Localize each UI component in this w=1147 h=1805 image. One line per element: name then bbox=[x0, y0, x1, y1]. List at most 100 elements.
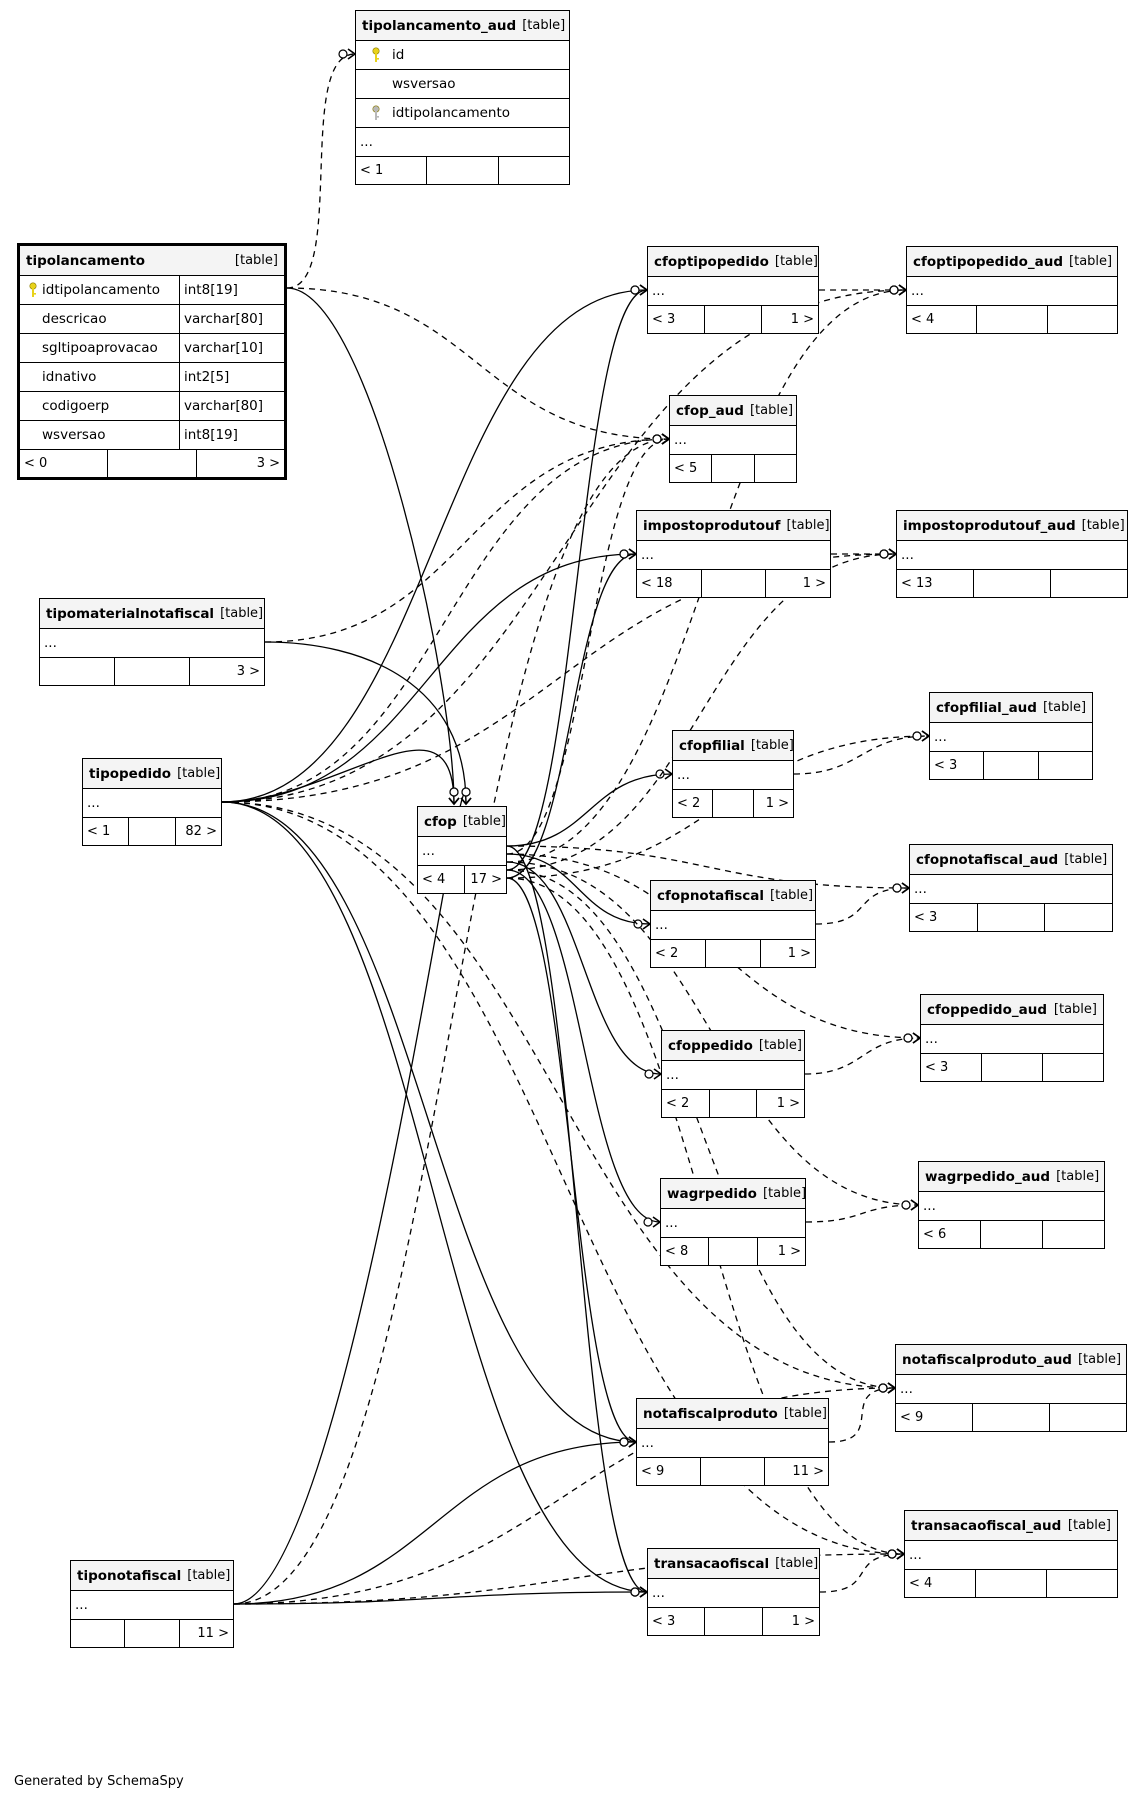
table-header: cfoptipopedido_aud[table] bbox=[907, 247, 1117, 277]
table-tiponotafiscal[interactable]: tiponotafiscal[table]...11 > bbox=[70, 1560, 234, 1648]
table-name: tipolancamento bbox=[26, 252, 146, 269]
column-name: ... bbox=[677, 767, 690, 783]
table-transacaofiscal_aud[interactable]: transacaofiscal_aud[table]...< 4 bbox=[904, 1510, 1118, 1598]
table-tipomaterialnotafiscal[interactable]: tipomaterialnotafiscal[table]...3 > bbox=[39, 598, 265, 686]
relationship-line bbox=[233, 1387, 896, 1605]
table-header: cfopnotafiscal_aud[table] bbox=[910, 845, 1112, 875]
table-notafiscalproduto_aud[interactable]: notafiscalproduto_aud[table]...< 9 bbox=[895, 1344, 1127, 1432]
parent-count: < 9 bbox=[637, 1458, 701, 1485]
column-name: ... bbox=[360, 134, 373, 150]
table-wagrpedido_aud[interactable]: wagrpedido_aud[table]...< 6 bbox=[918, 1161, 1105, 1249]
child-count bbox=[1048, 306, 1117, 333]
footer-cell bbox=[982, 1054, 1043, 1081]
parent-count: < 3 bbox=[648, 306, 705, 333]
optional-endpoint bbox=[912, 731, 922, 741]
footer-cell bbox=[978, 904, 1046, 931]
footer-cell bbox=[713, 790, 754, 817]
table-header: transacaofiscal[table] bbox=[648, 1549, 819, 1579]
column-name: ... bbox=[900, 1381, 913, 1397]
table-cfoptipopedido_aud[interactable]: cfoptipopedido_aud[table]...< 4 bbox=[906, 246, 1118, 334]
column-row: ... bbox=[356, 128, 569, 157]
table-name: transacaofiscal_aud bbox=[911, 1517, 1062, 1534]
table-name: cfopnotafiscal bbox=[657, 887, 765, 904]
column-row: ... bbox=[71, 1591, 233, 1620]
column-row: ... bbox=[921, 1025, 1103, 1054]
table-cfopnotafiscal_aud[interactable]: cfopnotafiscal_aud[table]...< 3 bbox=[909, 844, 1113, 932]
table-header: cfoppedido_aud[table] bbox=[921, 995, 1103, 1025]
table-header: cfop_aud[table] bbox=[670, 396, 796, 426]
relationship-line bbox=[804, 1037, 921, 1075]
optional-endpoint bbox=[878, 1383, 888, 1393]
table-header: tipomaterialnotafiscal[table] bbox=[40, 599, 264, 629]
footer-cell bbox=[984, 752, 1039, 779]
primary-key-icon bbox=[24, 282, 42, 298]
footer-cell bbox=[125, 1620, 180, 1647]
column-row: ... bbox=[648, 277, 818, 306]
parent-count: < 8 bbox=[661, 1238, 710, 1265]
parent-count: < 1 bbox=[83, 818, 130, 845]
table-kind: [table] bbox=[522, 18, 566, 33]
child-count bbox=[499, 157, 569, 184]
table-name: tiponotafiscal bbox=[77, 1567, 182, 1584]
child-count: 1 > bbox=[776, 1096, 801, 1111]
table-name: transacaofiscal bbox=[654, 1555, 770, 1572]
relationship-line bbox=[233, 792, 467, 1605]
table-header: transacaofiscal_aud[table] bbox=[905, 1511, 1117, 1541]
table-header: cfopfilial[table] bbox=[673, 731, 794, 761]
optional-endpoint bbox=[887, 1549, 897, 1559]
parent-count: < 2 bbox=[651, 940, 706, 967]
relationship-line bbox=[286, 53, 356, 289]
table-name: cfop bbox=[424, 813, 457, 830]
column-row: ... bbox=[40, 629, 264, 658]
table-footer: < 9 bbox=[896, 1404, 1126, 1431]
column-name: sgltipoaprovacao bbox=[42, 340, 158, 356]
table-footer: 3 > bbox=[40, 658, 264, 685]
footer-cell bbox=[129, 818, 176, 845]
relationship-line bbox=[506, 845, 910, 889]
table-cfoppedido_aud[interactable]: cfoppedido_aud[table]...< 3 bbox=[920, 994, 1104, 1082]
parent-count: < 18 bbox=[637, 570, 702, 597]
child-count: 1 > bbox=[802, 576, 827, 591]
footer-cell bbox=[981, 1221, 1043, 1248]
table-impostoprodutouf_aud[interactable]: impostoprodutouf_aud[table]...< 13 bbox=[896, 510, 1128, 598]
table-name: impostoprodutouf bbox=[643, 517, 781, 534]
parent-count: < 4 bbox=[418, 866, 465, 893]
parent-count: < 13 bbox=[897, 570, 974, 597]
relationship-line bbox=[506, 861, 919, 1206]
column-row: ... bbox=[897, 541, 1127, 570]
table-header: impostoprodutouf[table] bbox=[637, 511, 830, 541]
column-name: ... bbox=[75, 1597, 88, 1613]
relationship-line bbox=[506, 853, 651, 925]
table-kind: [table] bbox=[1077, 1352, 1122, 1367]
relationship-line bbox=[233, 1591, 648, 1605]
table-name: impostoprodutouf_aud bbox=[903, 517, 1076, 534]
table-name: cfoptipopedido_aud bbox=[913, 253, 1064, 270]
relationship-line bbox=[819, 1553, 905, 1593]
table-header: cfoppedido[table] bbox=[662, 1031, 804, 1061]
table-cfopfilial_aud[interactable]: cfopfilial_aud[table]...< 3 bbox=[929, 692, 1093, 780]
table-name: cfoppedido_aud bbox=[927, 1001, 1047, 1018]
table-header: cfoptipopedido[table] bbox=[648, 247, 818, 277]
column-row: ... bbox=[905, 1541, 1117, 1570]
parent-count: < 4 bbox=[907, 306, 978, 333]
footer-cell bbox=[427, 157, 499, 184]
table-cfop_aud[interactable]: cfop_aud[table]...< 5 bbox=[669, 395, 797, 483]
crowfoot-endpoint bbox=[912, 1032, 922, 1044]
column-row: ... bbox=[670, 426, 796, 455]
parent-count bbox=[40, 658, 115, 685]
table-kind: [table] bbox=[762, 1186, 807, 1201]
